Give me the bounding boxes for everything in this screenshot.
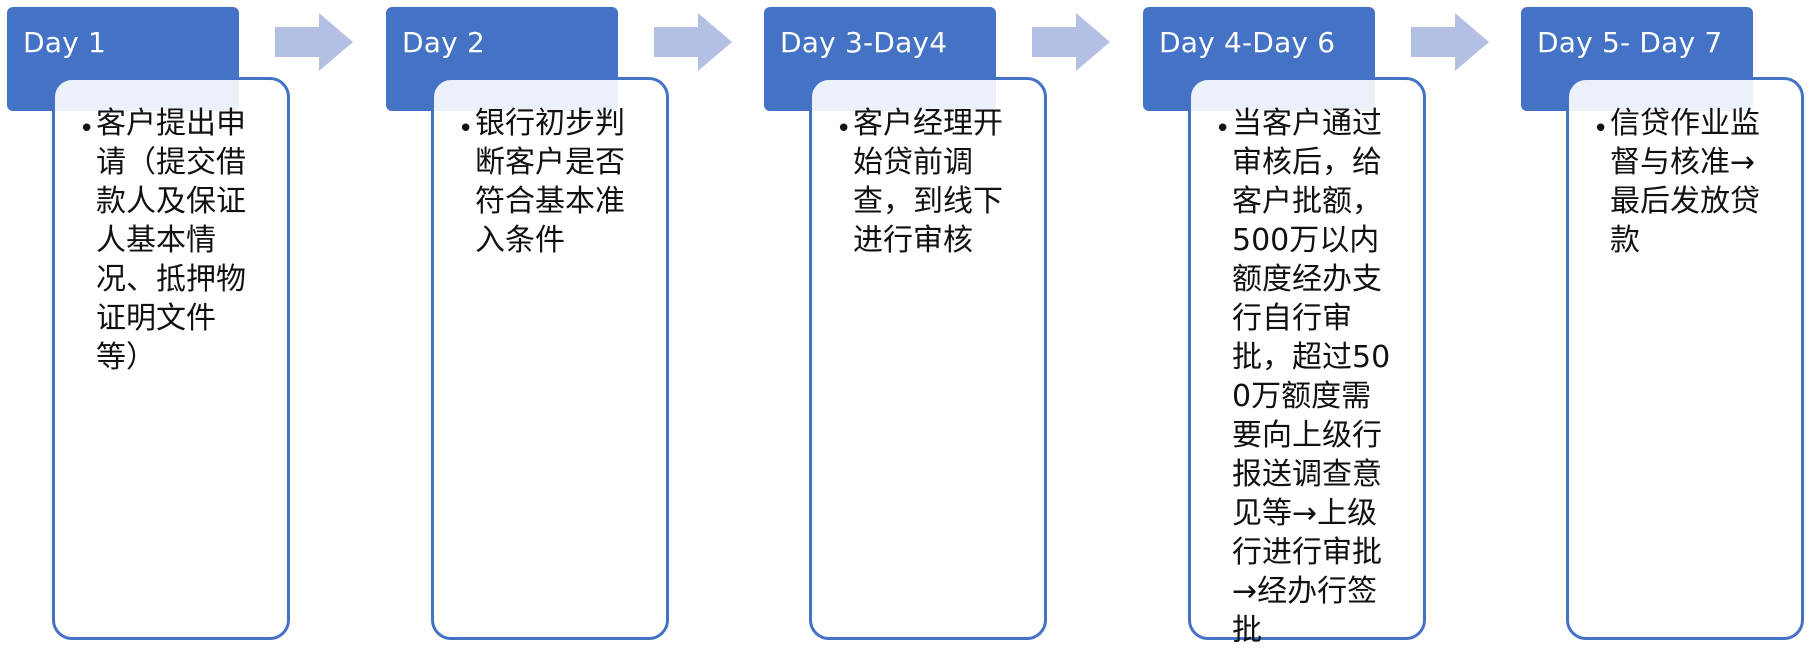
step-title: Day 2 — [402, 26, 486, 59]
right-arrow-icon — [654, 13, 732, 71]
step-header: Day 4-Day 6 — [1143, 7, 1375, 111]
step-description: 当客户通过审核后，给客户批额，500万以内额度经办支行自行审批，超过500万额度… — [1232, 106, 1391, 648]
step-card: • 银行初步判断客户是否符合基本准入条件 — [431, 77, 669, 640]
step-card: • 信贷作业监督与核准→最后发放贷款 — [1566, 77, 1804, 640]
step-description: 银行初步判断客户是否符合基本准入条件 — [475, 106, 625, 258]
step-card: • 当客户通过审核后，给客户批额，500万以内额度经办支行自行审批，超过500万… — [1188, 77, 1426, 648]
step-title: Day 3-Day4 — [780, 26, 948, 59]
step-day-4-6: Day 4-Day 6 • 当客户通过审核后，给客户批额，500万以内额度经办支… — [1136, 0, 1426, 649]
bullet-icon: • — [79, 114, 95, 144]
step-description: 客户经理开始贷前调查，到线下进行审核 — [853, 106, 1003, 258]
bullet-icon: • — [836, 114, 852, 144]
right-arrow-icon — [1411, 13, 1489, 71]
right-arrow-icon — [275, 13, 353, 71]
step-card: • 客户提出申请（提交借款人及保证人基本情况、抵押物证明文件等） — [52, 77, 290, 640]
bullet-icon: • — [458, 114, 474, 144]
step-day-3-4: Day 3-Day4 • 客户经理开始贷前调查，到线下进行审核 — [757, 0, 1047, 649]
right-arrow-icon — [1032, 13, 1110, 71]
bullet-icon: • — [1215, 114, 1231, 144]
step-title: Day 5- Day 7 — [1537, 26, 1723, 59]
step-title: Day 4-Day 6 — [1159, 26, 1336, 59]
step-description: 客户提出申请（提交借款人及保证人基本情况、抵押物证明文件等） — [96, 106, 246, 375]
step-description: 信贷作业监督与核准→最后发放贷款 — [1610, 106, 1760, 258]
step-title: Day 1 — [23, 26, 107, 59]
step-day-2: Day 2 • 银行初步判断客户是否符合基本准入条件 — [379, 0, 669, 649]
step-day-1: Day 1 • 客户提出申请（提交借款人及保证人基本情况、抵押物证明文件等） — [0, 0, 290, 649]
step-day-5-7: Day 5- Day 7 • 信贷作业监督与核准→最后发放贷款 — [1514, 0, 1804, 649]
step-card: • 客户经理开始贷前调查，到线下进行审核 — [809, 77, 1047, 640]
bullet-icon: • — [1593, 114, 1609, 144]
